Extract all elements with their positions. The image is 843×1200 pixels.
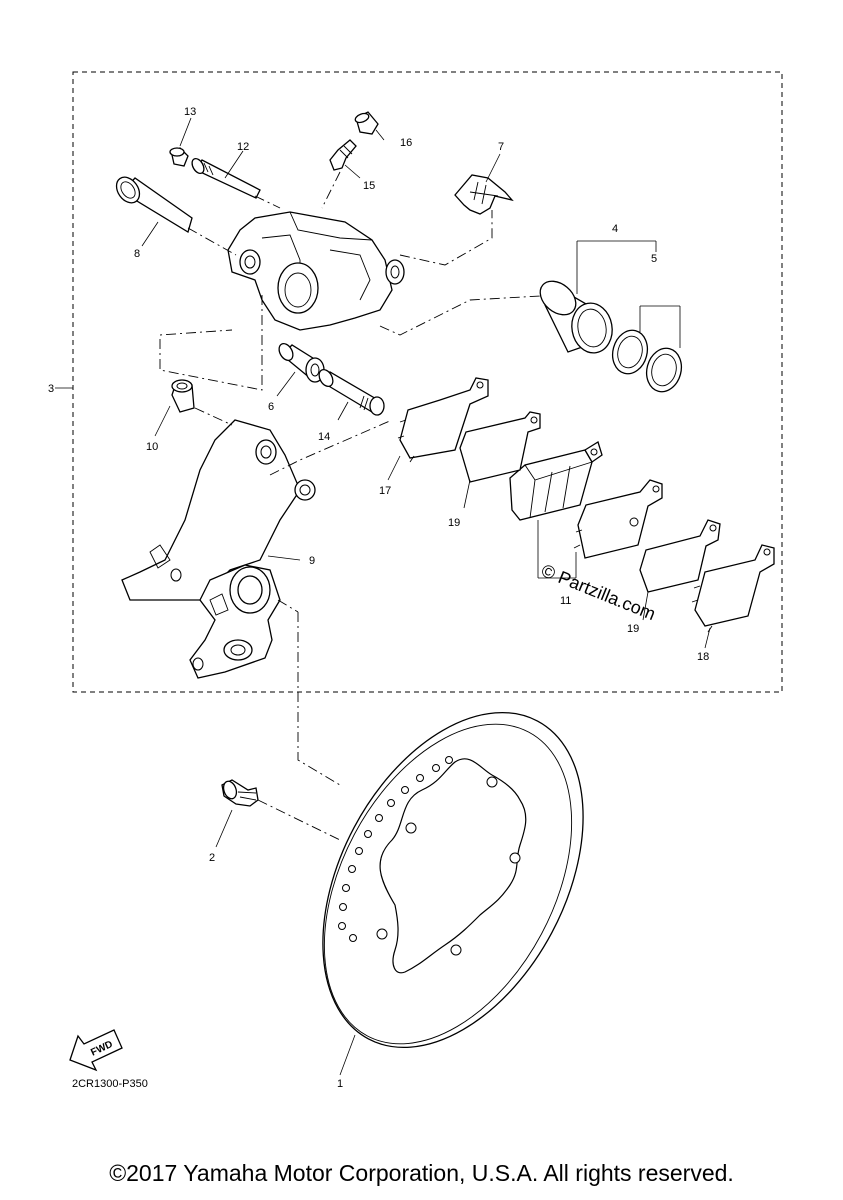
callout-2: 2: [209, 852, 215, 864]
guide-pin[interactable]: [112, 173, 193, 233]
piston[interactable]: [534, 274, 616, 356]
callout-15: 15: [363, 180, 375, 192]
callout-16: 16: [400, 137, 412, 149]
leader-lines: [55, 117, 711, 1076]
brake-pad-inner[interactable]: [397, 377, 489, 463]
slide-pin[interactable]: [316, 367, 385, 416]
brake-pad-outer[interactable]: [691, 544, 775, 633]
disc-holes: [338, 756, 521, 956]
bolt[interactable]: [221, 779, 259, 807]
callout-6: 6: [268, 401, 274, 413]
diagram-code: 2CR1300-P350: [72, 1078, 148, 1090]
caliper-body[interactable]: [227, 211, 405, 331]
fwd-arrow-icon: FWD: [69, 1029, 123, 1072]
callout-19a: 19: [448, 517, 460, 529]
callout-1: 1: [337, 1078, 343, 1090]
callout-8: 8: [134, 248, 140, 260]
callout-19b: 19: [627, 623, 639, 635]
bushing[interactable]: [276, 341, 325, 383]
caliper-bracket[interactable]: [121, 419, 316, 679]
callout-3: 3: [48, 383, 54, 395]
callout-10: 10: [146, 441, 158, 453]
plug[interactable]: [169, 147, 189, 167]
callout-9: 9: [309, 555, 315, 567]
seal-kit[interactable]: [608, 326, 686, 395]
callout-labels: 1 2 3 4 5 6 7 8 9 10 11 12 13 14 15 16 1…: [48, 106, 709, 1090]
callout-7: 7: [498, 141, 504, 153]
callout-18: 18: [697, 651, 709, 663]
brake-pad-middle[interactable]: [573, 479, 663, 559]
callout-4: 4: [612, 223, 618, 235]
callout-12: 12: [237, 141, 249, 153]
callout-17: 17: [379, 485, 391, 497]
callout-5: 5: [651, 253, 657, 265]
copyright-notice: ©2017 Yamaha Motor Corporation, U.S.A. A…: [109, 1160, 734, 1186]
boot[interactable]: [171, 379, 195, 413]
bleed-cap[interactable]: [354, 111, 379, 135]
brake-disc[interactable]: [270, 668, 637, 1091]
brake-pad-kit[interactable]: [509, 441, 603, 521]
pad-spring[interactable]: [454, 174, 514, 215]
caliper-assembly-boundary: [72, 71, 783, 693]
pad-shim-a[interactable]: [459, 411, 541, 483]
callout-13: 13: [184, 106, 196, 118]
pad-pin[interactable]: [190, 157, 261, 199]
bleed-screw[interactable]: [329, 139, 357, 171]
callout-11: 11: [560, 595, 571, 607]
callout-14: 14: [318, 431, 330, 443]
pad-shim-b[interactable]: [639, 519, 721, 593]
